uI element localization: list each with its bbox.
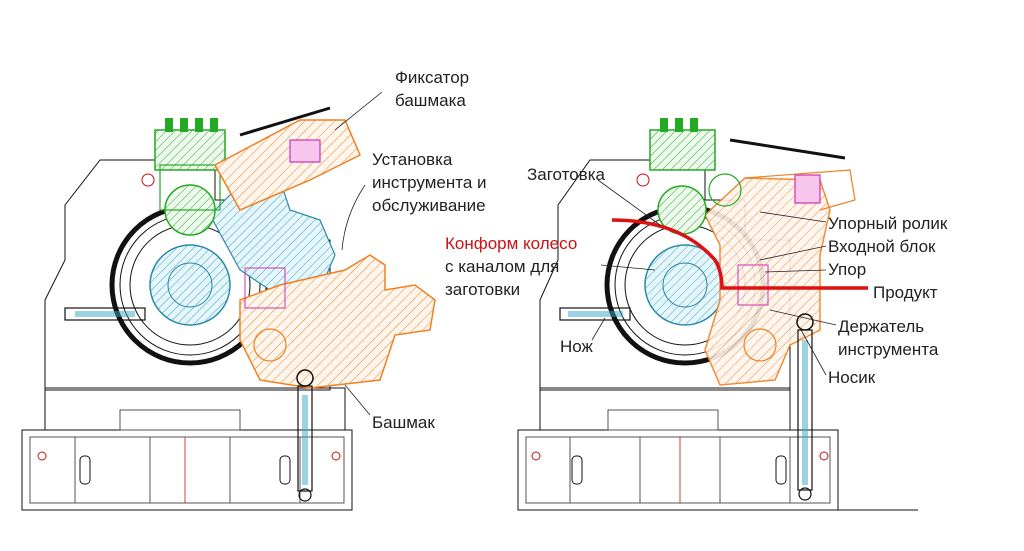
right-entry-block xyxy=(737,264,769,306)
right-base-frame xyxy=(517,387,918,511)
left-knife-cylinder xyxy=(64,307,146,321)
label-tool-install-3: обслуживание xyxy=(372,196,486,215)
label-shoe-clamp-1: Фиксатор xyxy=(395,68,469,87)
right-shoe-clamp xyxy=(649,118,742,235)
label-billet: Заготовка xyxy=(527,165,606,184)
right-bolt-marker xyxy=(636,173,650,187)
label-tool-install-1: Установка xyxy=(372,150,453,169)
label-tool-install-2: инструмента и xyxy=(372,173,487,192)
right-vertical-cylinder xyxy=(796,313,814,501)
label-product: Продукт xyxy=(873,283,938,302)
label-wheel-1: Конформ колесо xyxy=(445,234,577,253)
label-tool-holder-1: Держатель xyxy=(838,317,924,336)
label-wheel-3: заготовки xyxy=(445,280,520,299)
label-shoe: Башмак xyxy=(372,413,435,432)
right-knife-cylinder xyxy=(559,307,631,321)
label-abutment: Упор xyxy=(828,260,866,279)
left-shoe-clamp xyxy=(154,118,226,236)
left-bolt-marker xyxy=(141,173,155,187)
left-clamp-cylinder xyxy=(289,139,321,163)
left-vertical-cylinder xyxy=(296,369,314,502)
left-base-frame xyxy=(21,387,353,511)
label-abutment-roller: Упорный ролик xyxy=(828,214,948,233)
label-nose: Носик xyxy=(828,368,876,387)
label-tool-holder-2: инструмента xyxy=(838,340,939,359)
label-knife: Нож xyxy=(560,337,594,356)
billet-path xyxy=(611,218,868,290)
left-view: Фиксатор башмака Установка инструмента и… xyxy=(21,68,487,511)
left-shoe xyxy=(239,254,436,389)
label-shoe-clamp-2: башмака xyxy=(395,91,466,110)
right-view: Заготовка Конформ колесо с каналом для з… xyxy=(445,118,948,511)
label-entry-block: Входной блок xyxy=(828,237,936,256)
right-clamp-cylinder-rod xyxy=(729,138,846,160)
left-clamp-arm xyxy=(213,119,361,211)
left-entry-block xyxy=(244,267,286,309)
right-clamp-cylinder xyxy=(794,174,821,204)
label-wheel-2: с каналом для xyxy=(445,257,559,276)
